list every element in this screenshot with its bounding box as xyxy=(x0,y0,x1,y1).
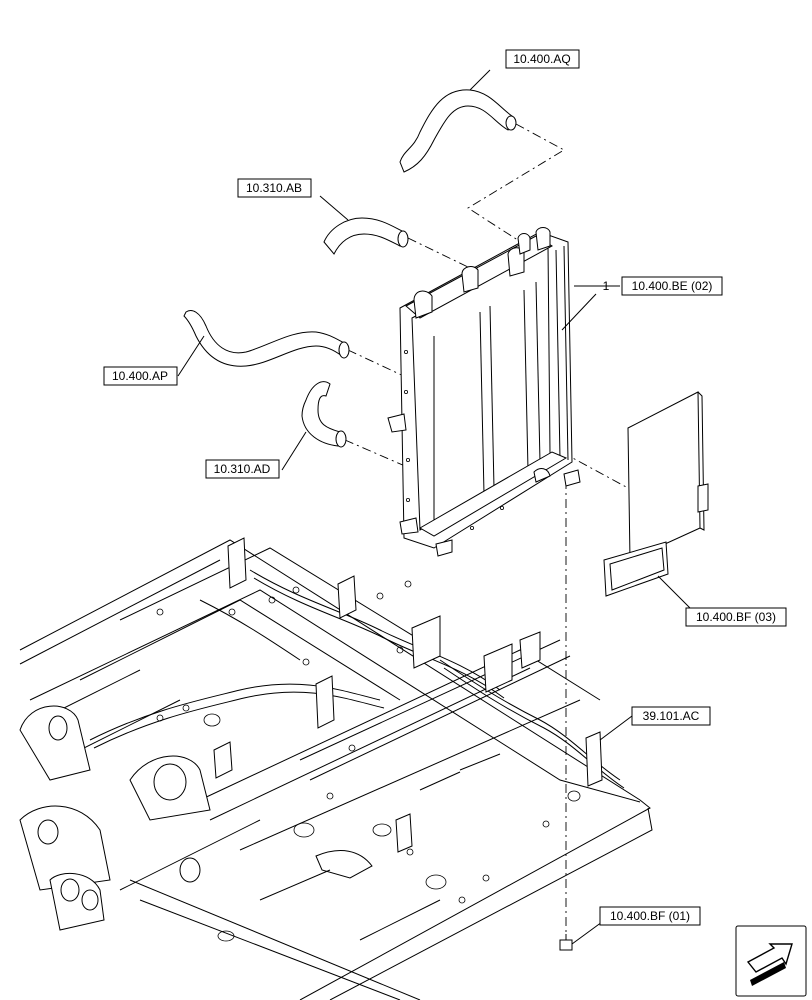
callout-hose-lower-long-label: 10.400.AP xyxy=(112,369,168,383)
assembly-guide-lines xyxy=(344,123,629,940)
callout-hose-lower[interactable]: 10.310.AD xyxy=(205,459,280,479)
hose-lower[interactable] xyxy=(281,381,347,471)
hose-lower-long[interactable] xyxy=(177,310,350,377)
callout-frame-label: 39.101.AC xyxy=(643,709,700,723)
main-frame[interactable] xyxy=(19,537,653,1000)
hose-upper[interactable] xyxy=(319,195,409,255)
callout-radiator-label: 10.400.BE (02) xyxy=(632,279,713,293)
callout-hose-lower-label: 10.310.AD xyxy=(214,462,271,476)
mounting-bolt[interactable] xyxy=(559,921,603,951)
direction-arrow-icon[interactable] xyxy=(735,925,807,997)
callout-hose-upper[interactable]: 10.310.AB xyxy=(237,178,312,198)
callout-panel[interactable]: 10.400.BF (03) xyxy=(685,607,787,627)
radiator-assembly[interactable] xyxy=(387,227,581,557)
callout-bolt[interactable]: 10.400.BF (01) xyxy=(599,906,701,926)
side-panel[interactable] xyxy=(603,391,709,611)
callout-panel-label: 10.400.BF (03) xyxy=(696,610,776,624)
callout-frame[interactable]: 39.101.AC xyxy=(631,706,711,726)
callout-bolt-label: 10.400.BF (01) xyxy=(610,909,690,923)
callout-hose-upper-top[interactable]: 10.400.AQ xyxy=(505,49,580,69)
callout-leaders xyxy=(561,285,633,741)
callout-radiator[interactable]: 1 10.400.BE (02) xyxy=(603,276,723,296)
callout-hose-upper-top-label: 10.400.AQ xyxy=(513,52,570,66)
hose-upper-top[interactable] xyxy=(399,69,517,173)
callout-hose-lower-long[interactable]: 10.400.AP xyxy=(103,366,178,386)
callout-hose-upper-label: 10.310.AB xyxy=(246,181,302,195)
radiator-item-number: 1 xyxy=(603,279,610,293)
